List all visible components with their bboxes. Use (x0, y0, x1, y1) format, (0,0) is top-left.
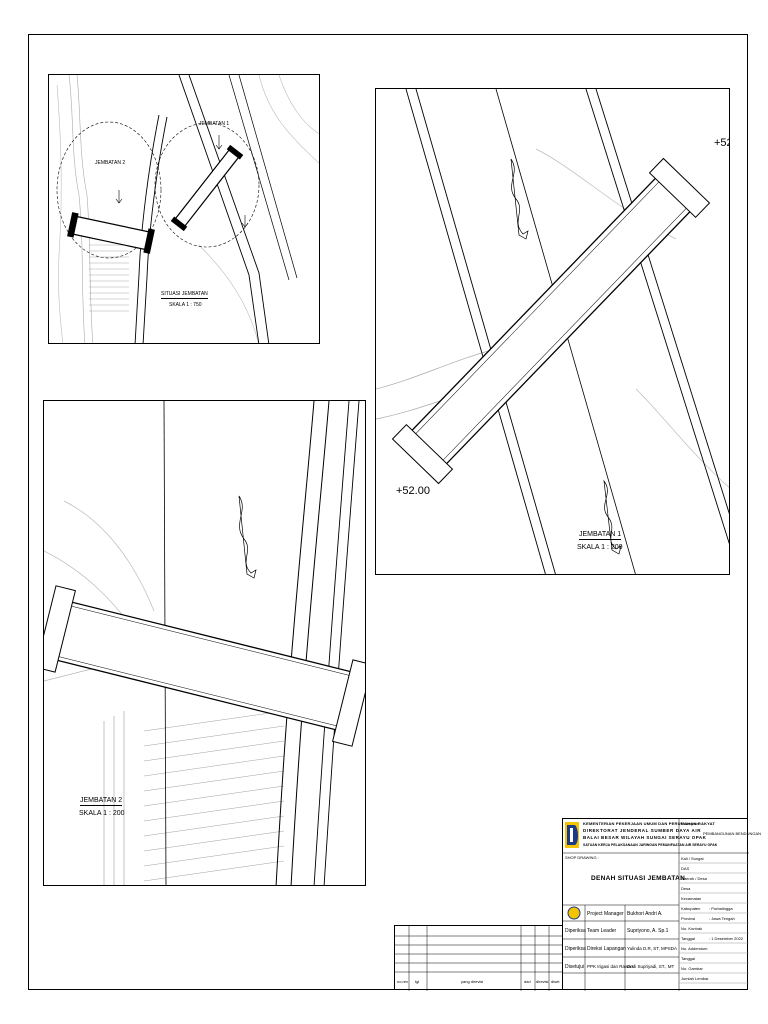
situasi-title: SITUASI JEMBATAN (161, 291, 208, 299)
tb-info-key: Provinsi (681, 916, 696, 921)
jembatan-1-elevation-left: +52.00 (396, 485, 430, 497)
tb-info-key: Desa (681, 886, 691, 891)
tb-info-key: Tanggal (681, 936, 696, 941)
situasi-bridge1-label: JEMBATAN 1 (199, 121, 230, 127)
tb-sign-role: Diperiksa (565, 928, 586, 934)
tb-info-value: : Jawa Tengah (709, 916, 735, 921)
rev-header-dari: dari (524, 979, 531, 984)
tb-info-key: No. Kontrak (681, 926, 703, 931)
jembatan-2-title: JEMBATAN 2 (80, 797, 123, 806)
jembatan-2-scale: SKALA 1 : 200 (79, 810, 125, 817)
tb-drawing-title: DENAH SITUASI JEMBATAN (591, 875, 686, 882)
panel-jembatan-1: +52.00 +52 JEMBATAN 1 SKALA 1 : 200 (375, 88, 730, 575)
tb-project-label: Pekerjaan (681, 821, 700, 826)
tb-sign-position: Project Manager (587, 911, 624, 917)
ministry-logo (565, 822, 579, 848)
tb-header-line-2: DIREKTORAT JENDERAL SUMBER DAYA AIR (583, 828, 702, 833)
revision-table: no.rev tgl yang direvisi dari direvisi d… (394, 925, 563, 991)
tb-sign-role: Disetujui (565, 964, 585, 970)
tb-shop-drawing: SHOP DRAWING : (565, 855, 599, 860)
drawing-sheet-border (28, 34, 748, 990)
jembatan-2-plan (44, 401, 365, 885)
tb-sign-name: Yulinda D.R, ST, MPSDA (627, 946, 678, 951)
tb-sign-name: Dedi Supriyadi, ST., MT (627, 964, 675, 969)
tb-info-key: Kabupaten (681, 906, 701, 911)
tb-info-key: Tanggal (681, 956, 696, 961)
tb-header-line-4: SATUAN KERJA PELAKSANAAN JARINGAN PEMANF… (583, 843, 718, 847)
tb-info-value: : Purbalingga (709, 906, 733, 911)
tb-sign-role: Diperiksa (565, 946, 586, 952)
rev-header-tgl: tgl (415, 979, 420, 984)
panel-situasi-jembatan: JEMBATAN 2 JEMBATAN 1 SITUASI JEMBATAN S… (48, 74, 320, 344)
situasi-scale: SKALA 1 : 750 (169, 302, 202, 308)
jembatan-1-scale: SKALA 1 : 200 (577, 544, 623, 551)
jembatan-1-title: JEMBATAN 1 (579, 531, 622, 540)
sign-row-logo (567, 906, 581, 920)
tb-info-key: Kecamatan (681, 896, 702, 901)
rev-header-diset: diset (551, 979, 560, 984)
tb-info-value: : 1 Desember 2022 (709, 936, 744, 941)
situasi-bridge2-label: JEMBATAN 2 (95, 160, 126, 166)
tb-info-key: Kali / Sungai (681, 856, 704, 861)
rev-header-direvisi: direvisi (536, 979, 549, 984)
tb-header-line-3: BALAI BESAR WILAYAH SUNGAI SERAYU OPAK (583, 835, 707, 840)
tb-header-line-1: KEMENTERIAN PEKERJAAN UMUM DAN PERUMAHAN… (583, 821, 716, 826)
situasi-map (56, 75, 319, 343)
tb-sign-position: Direksi Lapangan (587, 946, 626, 952)
rev-header-norev: no.rev (397, 979, 409, 984)
tb-info-key: Daerah / Desa (681, 876, 707, 881)
tb-project-name: PEMBANGUNAN BENDUNGAN (703, 831, 762, 836)
tb-info-key: Jumlah Lembar (681, 976, 709, 981)
jembatan-1-plan (376, 89, 729, 574)
tb-info-key: No. Addendum (681, 946, 708, 951)
rev-header-yang-direvisi: yang direvisi (461, 979, 484, 984)
tb-sign-name: Supriyono, A. Sp.1 (627, 928, 669, 934)
title-block: KEMENTERIAN PEKERJAAN UMUM DAN PERUMAHAN… (562, 818, 761, 991)
tb-sign-name: Bukhori Andri A. (627, 911, 663, 917)
panel-jembatan-2: JEMBATAN 2 SKALA 1 : 200 (43, 400, 366, 886)
tb-info-key: No. Gambar (681, 966, 703, 971)
tb-sign-position: PPK Irigasi dan Rawa I (587, 964, 634, 969)
tb-info-key: DAS (681, 866, 690, 871)
tb-sign-position: Team Leader (587, 928, 617, 934)
jembatan-1-elevation-right: +52 (714, 137, 729, 149)
